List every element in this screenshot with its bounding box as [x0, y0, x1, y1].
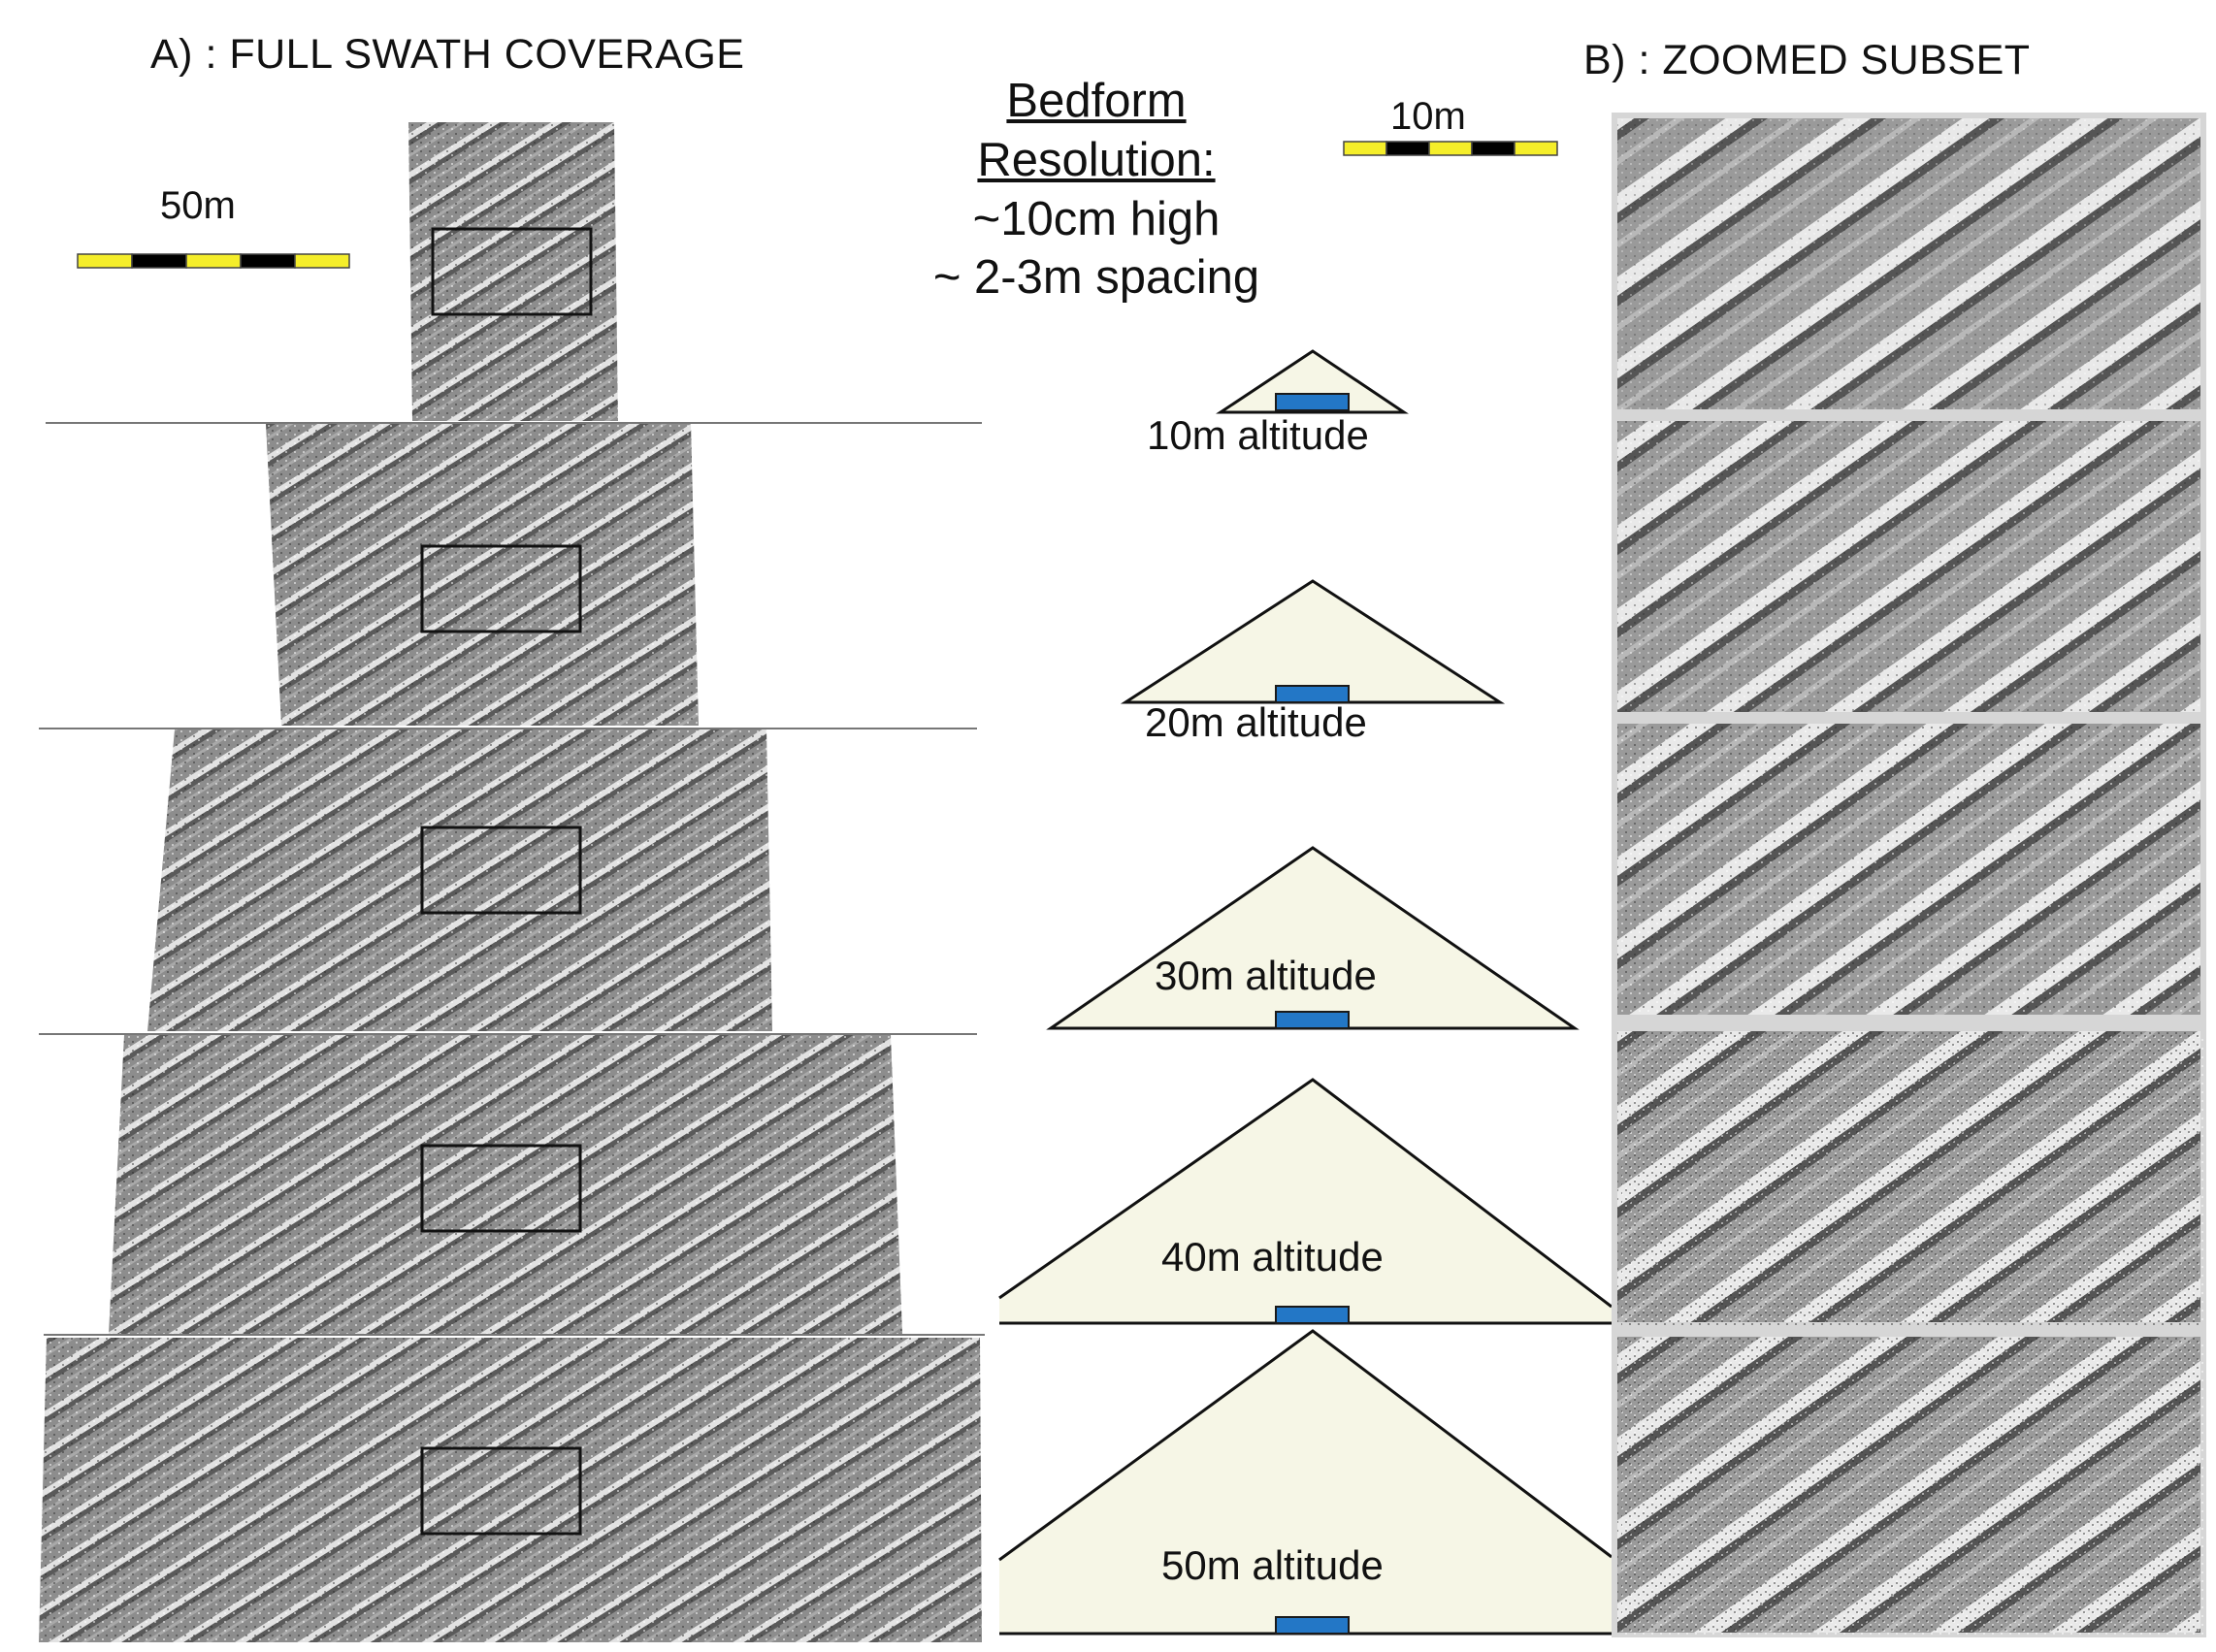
strip-separators [39, 422, 985, 1336]
zoomed-subset-50m [1617, 1337, 2204, 1636]
subset-box-50m [420, 1446, 582, 1536]
altitude-triangle-50m [998, 1329, 1613, 1636]
panel-a-heading: A) : FULL SWATH COVERAGE [150, 31, 745, 78]
altitude-label-20m: 20m altitude [1145, 699, 1367, 745]
zoomed-subset-40m [1617, 1031, 2204, 1325]
altitude-label-50m: 50m altitude [1161, 1542, 1384, 1588]
resolution-title-line2: Resolution: [977, 134, 1216, 186]
swath-strip-10m [408, 122, 618, 421]
altitude-triangle-10m [1216, 349, 1409, 414]
swath-strip-20m [266, 424, 699, 726]
swath-strips [39, 122, 982, 1642]
altitude-label-40m: 40m altitude [1161, 1234, 1384, 1279]
altitude-label-30m: 30m altitude [1155, 953, 1377, 998]
zoomed-subset-20m [1617, 421, 2200, 712]
scale-bar-50m-label: 50m [160, 184, 236, 227]
subset-boxes [420, 227, 593, 1536]
panel-b-heading: B) : ZOOMED SUBSET [1583, 37, 2031, 83]
zoomed-subset-10m [1617, 118, 2200, 409]
sonar-sensor-icon [1275, 1011, 1350, 1029]
subset-box-40m [420, 1144, 582, 1233]
altitude-diagrams [998, 349, 1613, 1636]
swath-strip-50m [39, 1338, 982, 1642]
swath-strip-40m [109, 1035, 902, 1334]
swath-strip-30m [147, 729, 772, 1031]
altitude-triangle-30m [1046, 846, 1580, 1030]
subset-box-30m [420, 826, 582, 915]
resolution-height: ~10cm high [972, 193, 1221, 245]
altitude-label-10m: 10m altitude [1147, 412, 1369, 458]
sonar-sensor-icon [1275, 1616, 1350, 1635]
zoomed-subsets [1612, 113, 2206, 1637]
scale-bar-50m [77, 253, 350, 269]
scale-bar-10m [1343, 141, 1558, 156]
resolution-title-line1: Bedform [1006, 75, 1187, 127]
scale-bar-10m-label: 10m [1390, 95, 1466, 138]
subset-box-10m [431, 227, 593, 316]
altitude-triangle-40m [998, 1078, 1613, 1325]
sonar-sensor-icon [1275, 393, 1350, 411]
resolution-spacing: ~ 2-3m spacing [932, 251, 1260, 304]
sonar-sensor-icon [1275, 1306, 1350, 1324]
altitude-triangle-20m [1120, 579, 1506, 704]
sonar-sensor-icon [1275, 685, 1350, 703]
subset-box-20m [420, 544, 582, 633]
zoomed-subset-30m [1617, 724, 2200, 1015]
